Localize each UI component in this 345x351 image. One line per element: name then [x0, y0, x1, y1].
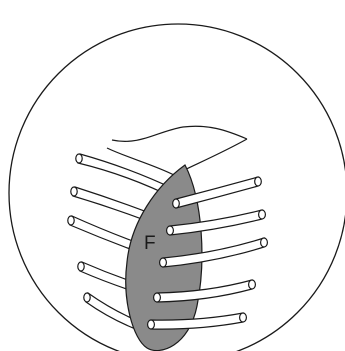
label-f: F [144, 233, 156, 254]
surface-lines [107, 126, 247, 175]
surface-line-upper [112, 126, 247, 141]
